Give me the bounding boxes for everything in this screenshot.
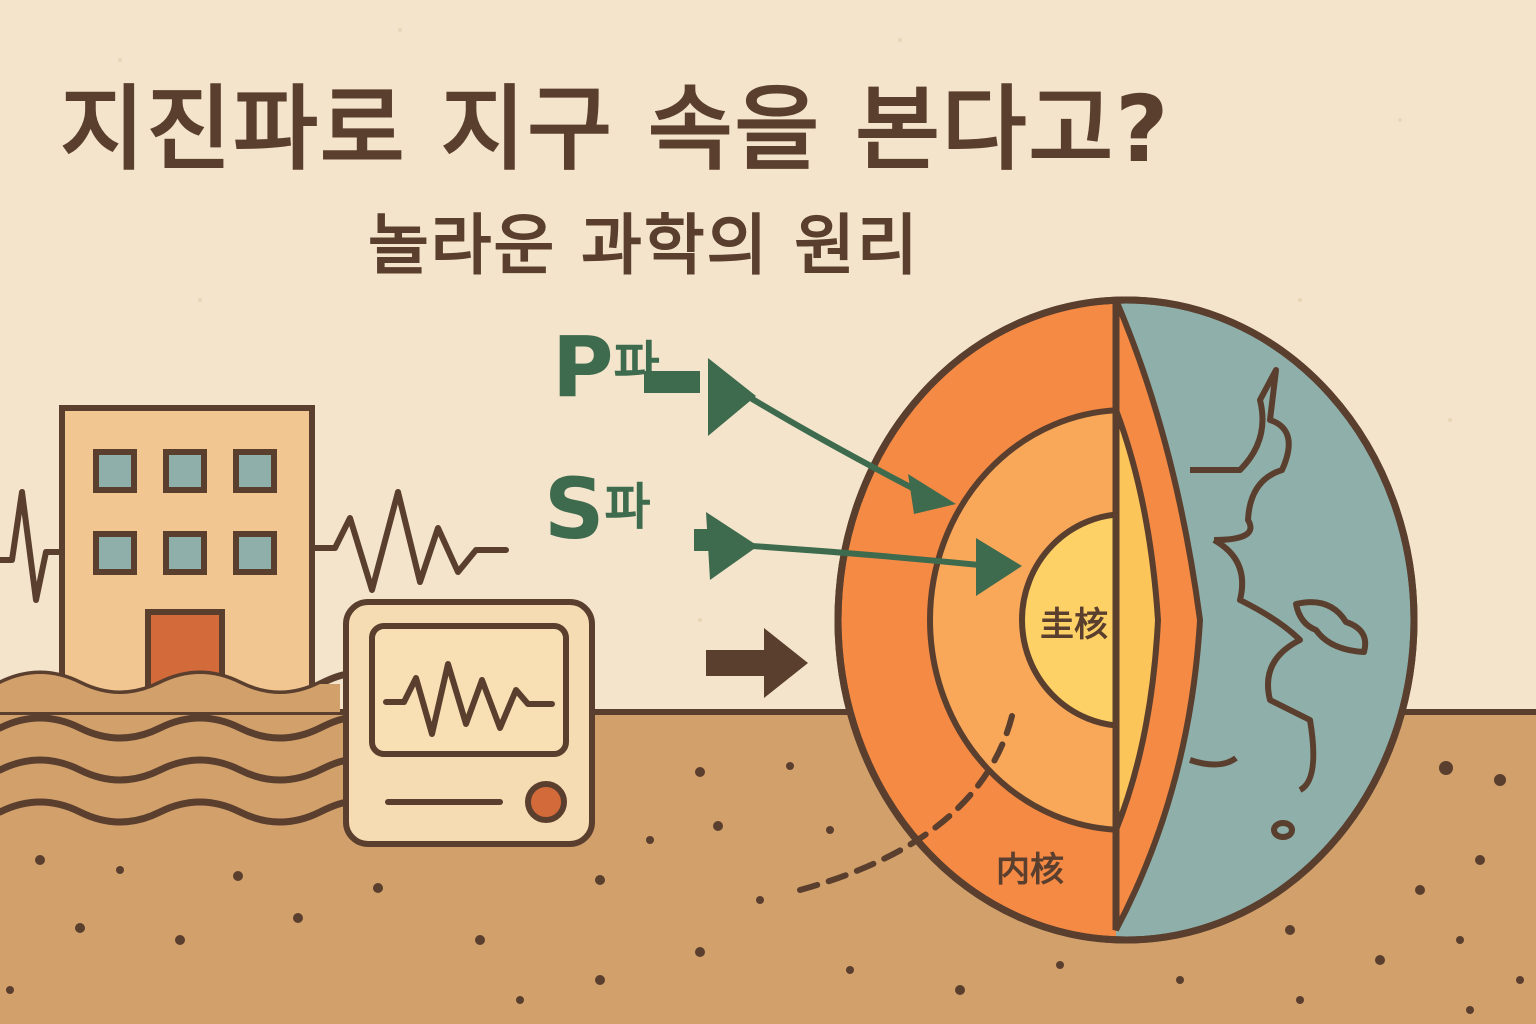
soil-dots (6, 761, 1524, 1014)
page-subtitle: 놀라운 과학의 원리 (368, 207, 920, 284)
building-windows (93, 449, 277, 575)
page-title: 지진파로 지구 속을 본다고? (60, 76, 1171, 183)
s-wave-arrow (694, 512, 1022, 596)
seismic-wave-icon-right (309, 489, 509, 593)
ground-waves (0, 670, 364, 826)
s-wave-label: S파 (544, 460, 651, 558)
core-label: 圭核 (1040, 605, 1108, 645)
p-wave-label: P파 (552, 318, 660, 416)
p-wave-letter: P (552, 318, 614, 416)
background-texture (118, 28, 1452, 622)
dashed-wave-path (797, 713, 1015, 893)
p-wave-korean: 파 (613, 336, 660, 394)
building-icon (59, 405, 315, 711)
s-wave-korean: 파 (604, 478, 651, 536)
seismograph-knob (525, 781, 567, 823)
crust-label: 内核 (996, 850, 1064, 890)
ground-wave-fill (0, 674, 340, 712)
earth-cross-section-icon (834, 296, 1418, 944)
seismic-wave-icon (0, 489, 63, 603)
arrow-right-icon (706, 628, 808, 698)
seismograph-icon (343, 599, 595, 847)
p-wave-arrow (644, 358, 956, 514)
s-wave-letter: S (544, 460, 605, 558)
